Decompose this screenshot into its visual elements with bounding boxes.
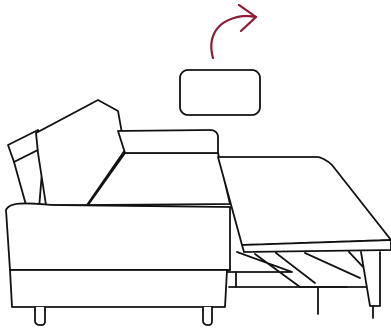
front-base-lower-panel xyxy=(9,269,228,308)
bed-frame-link-2 xyxy=(304,252,361,279)
arrow-curve xyxy=(210,14,258,60)
bed-frame-mid-support xyxy=(254,253,377,288)
mattress-top xyxy=(217,156,391,246)
curved-arrow-icon xyxy=(210,3,258,60)
sofa-front-base xyxy=(5,202,231,271)
bed-frame-left-support xyxy=(227,251,293,273)
pull-out-bed-icon xyxy=(217,156,391,319)
bed-right-support xyxy=(360,251,381,307)
bed-frame-link-3 xyxy=(348,251,366,270)
sofa-backrest xyxy=(35,99,126,206)
bed-frame-link-1 xyxy=(275,252,316,284)
arrow-head xyxy=(237,3,258,33)
seat-back-cushion xyxy=(117,129,219,154)
cushion-icon xyxy=(179,69,261,116)
front-left-leg xyxy=(34,306,46,326)
front-right-leg xyxy=(202,306,213,326)
sofa-icon xyxy=(5,99,231,326)
mattress-edge xyxy=(241,239,391,253)
detached-cushion xyxy=(179,69,261,116)
